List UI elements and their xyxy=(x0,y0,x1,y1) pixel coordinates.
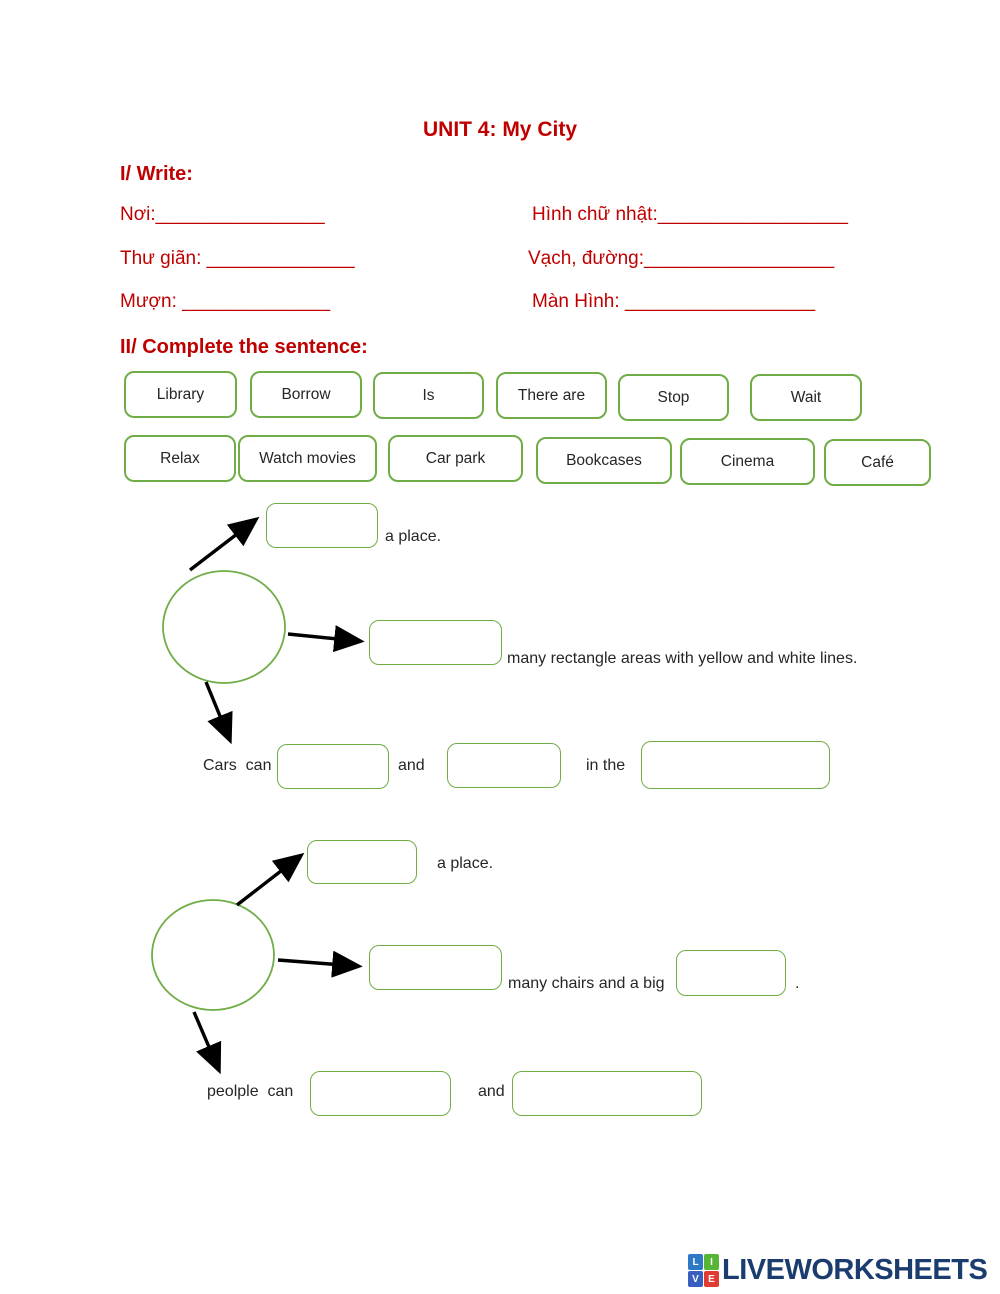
arrow-d2-up xyxy=(235,852,305,907)
d2-line2-text: many chairs and a big xyxy=(508,975,665,992)
arrow-d1-right xyxy=(287,625,365,653)
answer-blank-d2-4[interactable] xyxy=(310,1071,451,1116)
vocab-muon: Mượn: ______________ xyxy=(120,291,331,312)
liveworksheets-logo[interactable]: L I V E LIVEWORKSHEETS xyxy=(688,1254,988,1287)
answer-blank-d2-1[interactable] xyxy=(307,840,417,884)
liveworksheets-logo-icon: L I V E xyxy=(688,1254,719,1287)
word-card-cinema[interactable]: Cinema xyxy=(680,438,815,485)
word-card-cafe[interactable]: Café xyxy=(824,439,931,486)
answer-blank-d1-5[interactable] xyxy=(641,741,830,789)
page-title: UNIT 4: My City xyxy=(422,118,577,141)
word-card-stop[interactable]: Stop xyxy=(618,374,729,421)
d1-line3-prefix: Cars can xyxy=(203,757,272,774)
answer-blank-d2-5[interactable] xyxy=(512,1071,702,1116)
answer-blank-d1-3[interactable] xyxy=(277,744,389,789)
word-card-library[interactable]: Library xyxy=(124,371,237,418)
logo-square-l: L xyxy=(688,1254,703,1270)
answer-blank-d1-1[interactable] xyxy=(266,503,378,548)
answer-blank-d2-2[interactable] xyxy=(369,945,502,990)
word-card-car-park[interactable]: Car park xyxy=(388,435,523,482)
d1-line3-and: and xyxy=(398,757,425,774)
section-complete-heading: II/ Complete the sentence: xyxy=(120,336,368,358)
vocab-noi: Nơi:________________ xyxy=(120,204,325,225)
arrow-d2-right xyxy=(277,950,363,978)
vocab-thu-gian: Thư giãn: ______________ xyxy=(120,248,355,269)
liveworksheets-logo-text: LIVEWORKSHEETS xyxy=(722,1254,988,1286)
vocab-man-hinh: Màn Hình: __________________ xyxy=(532,291,816,312)
word-card-there-are[interactable]: There are xyxy=(496,372,607,419)
word-card-borrow[interactable]: Borrow xyxy=(250,371,362,418)
answer-blank-d1-2[interactable] xyxy=(369,620,502,665)
d1-line3-inthe: in the xyxy=(586,757,626,774)
d1-line1-text: a place. xyxy=(385,528,442,545)
word-card-bookcases[interactable]: Bookcases xyxy=(536,437,672,484)
d2-line1-text: a place. xyxy=(437,855,494,872)
d1-line2-text: many rectangle areas with yellow and whi… xyxy=(507,650,858,667)
arrow-d2-down xyxy=(192,1011,222,1075)
logo-square-i: I xyxy=(704,1254,719,1270)
word-card-watch-movies[interactable]: Watch movies xyxy=(238,435,377,482)
logo-square-e: E xyxy=(704,1271,719,1287)
arrow-d1-up xyxy=(188,516,260,572)
word-card-is[interactable]: Is xyxy=(373,372,484,419)
word-card-relax[interactable]: Relax xyxy=(124,435,236,482)
answer-blank-d1-4[interactable] xyxy=(447,743,561,788)
word-card-wait[interactable]: Wait xyxy=(750,374,862,421)
d2-line2-period: . xyxy=(795,975,800,992)
section-write-heading: I/ Write: xyxy=(120,163,193,185)
arrow-d1-down xyxy=(204,681,233,745)
topic-circle-1[interactable] xyxy=(162,570,286,684)
logo-square-v: V xyxy=(688,1271,703,1287)
topic-circle-2[interactable] xyxy=(151,899,275,1011)
vocab-vach-duong: Vạch, đường:__________________ xyxy=(528,248,835,269)
vocab-hinh-chu-nhat: Hình chữ nhật:__________________ xyxy=(532,204,848,225)
d2-line3-prefix: peolple can xyxy=(207,1083,294,1100)
answer-blank-d2-3[interactable] xyxy=(676,950,786,996)
d2-line3-and: and xyxy=(478,1083,505,1100)
